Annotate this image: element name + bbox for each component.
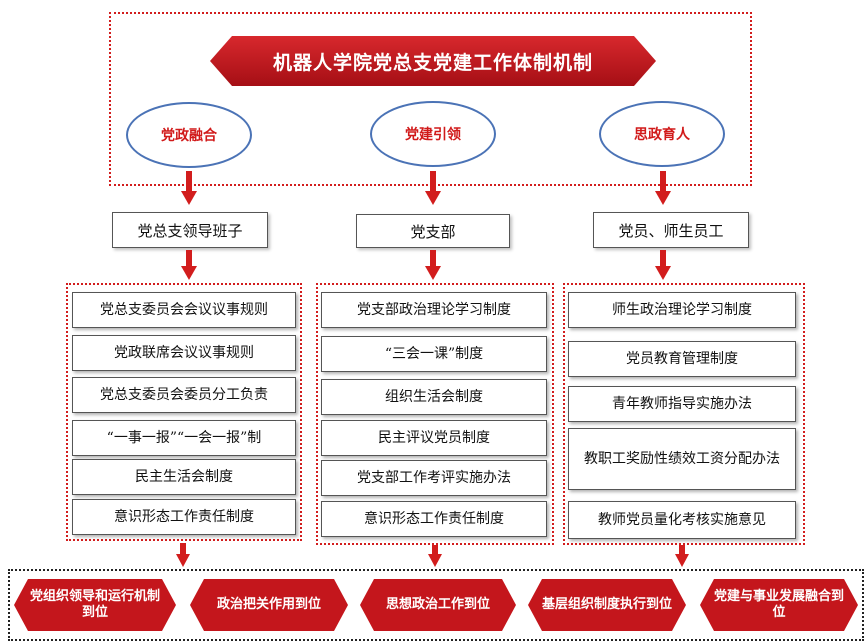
arrow-down-icon (428, 545, 442, 567)
institution-item: 教职工奖励性绩效工资分配办法 (568, 428, 796, 490)
outcome-box-2: 政治把关作用到位 (190, 579, 348, 631)
level-box-1: 党总支领导班子 (112, 212, 268, 248)
arrow-down-icon (655, 171, 671, 205)
outcome-box-3: 思想政治工作到位 (360, 579, 516, 631)
outcome-label: 党组织领导和运行机制到位 (29, 588, 160, 620)
institution-item: “一事一报”“一会一报”制 (72, 420, 296, 456)
arrow-down-icon (655, 250, 671, 280)
arrow-down-icon (181, 250, 197, 280)
outcome-shape (14, 579, 176, 631)
column-frame-2 (316, 283, 554, 545)
column-frame-3 (563, 283, 805, 545)
arrow-down-icon (181, 171, 197, 205)
outcome-label: 思想政治工作到位 (385, 596, 490, 612)
institution-item: 民主评议党员制度 (321, 420, 547, 456)
institution-item: 意识形态工作责任制度 (72, 499, 296, 535)
institution-item: 青年教师指导实施办法 (568, 386, 796, 422)
arrow-down-icon (425, 250, 441, 280)
institution-item: 党政联席会议议事规则 (72, 335, 296, 371)
outcome-shape (528, 579, 686, 631)
institution-item: 党员教育管理制度 (568, 341, 796, 377)
outcome-label: 基层组织制度执行到位 (542, 596, 673, 612)
arrow-down-icon (675, 545, 689, 567)
institution-item: 党支部政治理论学习制度 (321, 292, 547, 328)
institution-item: 意识形态工作责任制度 (321, 501, 547, 537)
page-title: 机器人学院党总支党建工作体制机制 (272, 51, 593, 74)
arrow-down-icon (176, 543, 190, 567)
theme-ellipse-3: 思政育人 (599, 101, 725, 167)
outcome-box-4: 基层组织制度执行到位 (528, 579, 686, 631)
theme-ellipse-2: 党建引领 (370, 101, 496, 167)
outcome-box-1: 党组织领导和运行机制到位 (14, 579, 176, 631)
theme-ellipse-1: 党政融合 (126, 102, 252, 168)
level-box-2: 党支部 (356, 214, 510, 248)
institution-item: 教师党员量化考核实施意见 (568, 501, 796, 539)
title-banner: 机器人学院党总支党建工作体制机制 (210, 36, 656, 86)
outcome-box-5: 党建与事业发展融合到位 (700, 579, 858, 631)
bottom-frame (8, 569, 864, 641)
institution-item: 组织生活会制度 (321, 379, 547, 415)
outcome-shape (190, 579, 348, 631)
column-frame-1 (66, 283, 302, 541)
institution-item: 师生政治理论学习制度 (568, 292, 796, 328)
title-banner-shape (210, 36, 656, 86)
arrow-down-icon (425, 171, 441, 205)
institution-item: 党总支委员会会议议事规则 (72, 292, 296, 328)
institution-item: 民主生活会制度 (72, 459, 296, 495)
outcome-shape (360, 579, 516, 631)
level-box-3: 党员、师生员工 (593, 212, 749, 248)
outcome-label: 党建与事业发展融合到位 (714, 588, 845, 620)
institution-item: 党支部工作考评实施办法 (321, 460, 547, 496)
institution-item: 党总支委员会委员分工负责 (72, 377, 296, 413)
outcome-shape (700, 579, 858, 631)
institution-item: “三会一课”制度 (321, 336, 547, 372)
outcome-label: 政治把关作用到位 (216, 596, 321, 612)
